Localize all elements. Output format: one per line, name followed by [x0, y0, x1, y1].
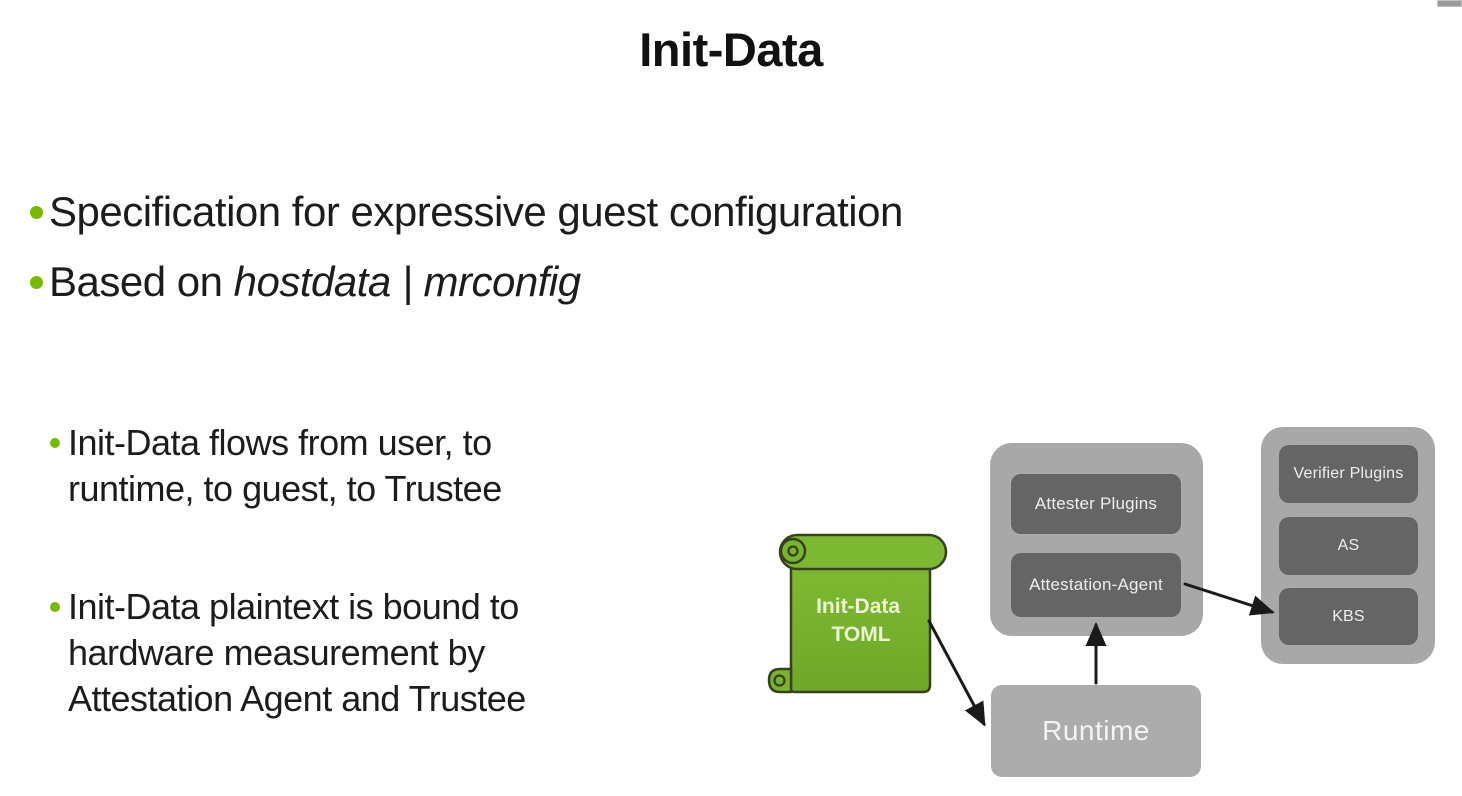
runtime-label: Runtime [1042, 715, 1150, 746]
attestation-agent-box: Attestation-Agent [1011, 553, 1181, 617]
runtime-box: Runtime [991, 685, 1201, 777]
scroll-label: Init-Data TOML [816, 595, 906, 646]
bullet-line: Init-Data plaintext is bound to [68, 586, 519, 627]
bullet-text-emphasis: hostdata | mrconfig [233, 258, 581, 305]
bullet-dot-icon [30, 206, 43, 219]
bullet-text: Specification for expressive guest confi… [49, 188, 903, 235]
bullet-line: Init-Data flows from user, to [68, 422, 492, 463]
bullet-line: hardware measurement by [68, 632, 485, 673]
bullet-specification: Specification for expressive guest confi… [30, 186, 903, 238]
init-data-scroll-icon: Init-Data TOML [767, 533, 948, 694]
bullet-dot-icon [50, 438, 60, 448]
bullet-dot-icon [50, 602, 60, 612]
slide-title: Init-Data [639, 23, 823, 76]
bullet-text: Based on hostdata | mrconfig [49, 256, 581, 308]
verifier-plugins-box: Verifier Plugins [1279, 445, 1418, 503]
bullet-based-on: Based on hostdata | mrconfig [30, 256, 581, 308]
bullet-line: runtime, to guest, to Trustee [68, 468, 502, 509]
as-box: AS [1279, 517, 1418, 575]
bullet-text: Init-Data flows from user, to runtime, t… [68, 420, 502, 512]
as-label: AS [1337, 537, 1360, 554]
verifier-plugins-label: Verifier Plugins [1293, 465, 1404, 482]
bullet-text-prefix: Based on [49, 258, 234, 305]
guest-components-group: Attester Plugins Attestation-Agent [990, 443, 1203, 636]
scrollbar-fragment [1437, 0, 1462, 7]
kbs-label: KBS [1332, 607, 1365, 625]
trustee-components-group: Verifier Plugins AS KBS [1261, 427, 1435, 664]
bullet-dot-icon [30, 276, 43, 289]
attester-plugins-box: Attester Plugins [1011, 474, 1181, 534]
attester-plugins-label: Attester Plugins [1034, 494, 1158, 513]
bullet-flows: Init-Data flows from user, to runtime, t… [50, 420, 502, 512]
attestation-agent-label: Attestation-Agent [1029, 575, 1163, 594]
bullet-plaintext-bound: Init-Data plaintext is bound to hardware… [50, 584, 526, 722]
kbs-box: KBS [1279, 588, 1418, 645]
bullet-line: Attestation Agent and Trustee [68, 678, 526, 719]
bullet-text: Init-Data plaintext is bound to hardware… [68, 584, 526, 722]
